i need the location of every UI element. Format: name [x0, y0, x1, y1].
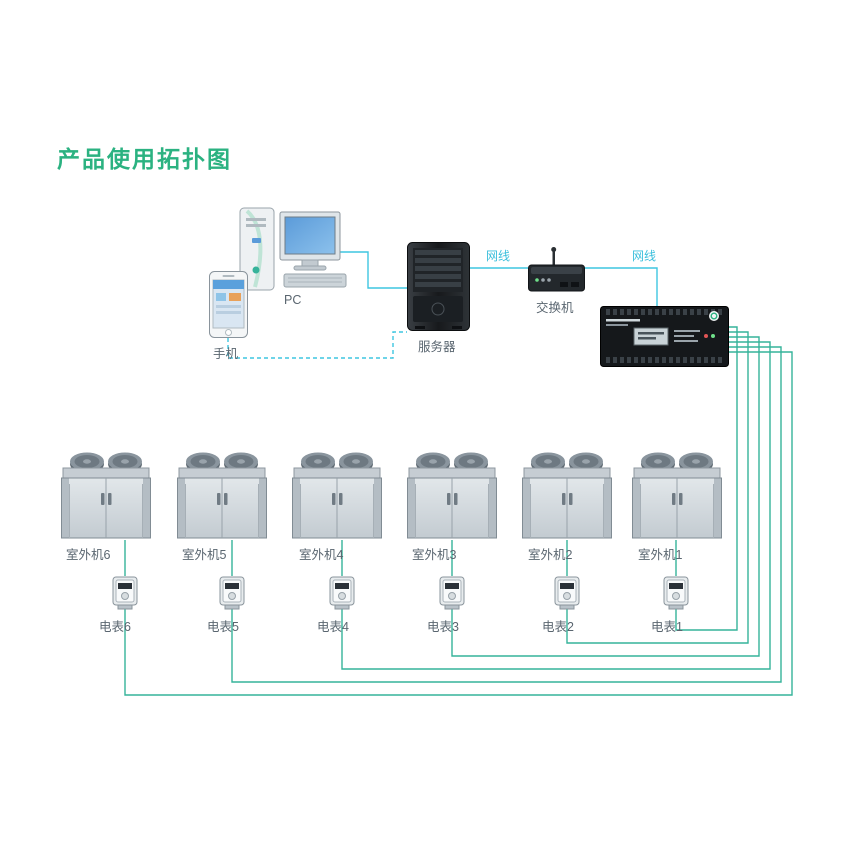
meter-4-label: 电表4	[317, 620, 349, 634]
phone-label: 手机	[213, 347, 239, 361]
cable-label: 网线	[486, 249, 511, 263]
outdoor-unit-4-label: 室外机4	[299, 548, 344, 562]
outdoor-unit-3-label: 室外机3	[412, 548, 457, 562]
outdoor-unit-icon	[632, 452, 722, 539]
phone-icon	[209, 271, 248, 338]
outdoor-unit-2-label: 室外机2	[528, 548, 573, 562]
meter-2-label: 电表2	[542, 620, 574, 634]
cable-label: 网线	[632, 249, 657, 263]
outdoor-unit-6-label: 室外机6	[66, 548, 111, 562]
network-cables	[227, 251, 658, 359]
server-icon	[407, 242, 470, 331]
outdoor-unit-icon	[407, 452, 497, 539]
meter-icon	[112, 576, 138, 610]
pc-icon	[239, 207, 347, 291]
meter-icon	[329, 576, 355, 610]
switch-icon	[528, 247, 585, 292]
meter-1-label: 电表1	[651, 620, 683, 634]
page-title: 产品使用拓扑图	[57, 146, 232, 172]
outdoor-unit-5-label: 室外机5	[182, 548, 227, 562]
server-label: 服务器	[418, 340, 456, 354]
outdoor-unit-icon	[61, 452, 151, 539]
switch-label: 交换机	[536, 301, 574, 315]
outdoor-unit-icon	[177, 452, 267, 539]
outdoor-unit-1-label: 室外机1	[638, 548, 683, 562]
meter-5-label: 电表5	[207, 620, 239, 634]
pc-label: PC	[284, 293, 302, 307]
meter-icon	[554, 576, 580, 610]
meter-3-label: 电表3	[427, 620, 459, 634]
outdoor-unit-icon	[292, 452, 382, 539]
meter-icon	[219, 576, 245, 610]
meter-6-label: 电表6	[99, 620, 131, 634]
controller-icon	[600, 306, 729, 367]
bus-wiring-lines	[124, 326, 793, 696]
meter-icon	[663, 576, 689, 610]
meter-icon	[439, 576, 465, 610]
outdoor-unit-icon	[522, 452, 612, 539]
